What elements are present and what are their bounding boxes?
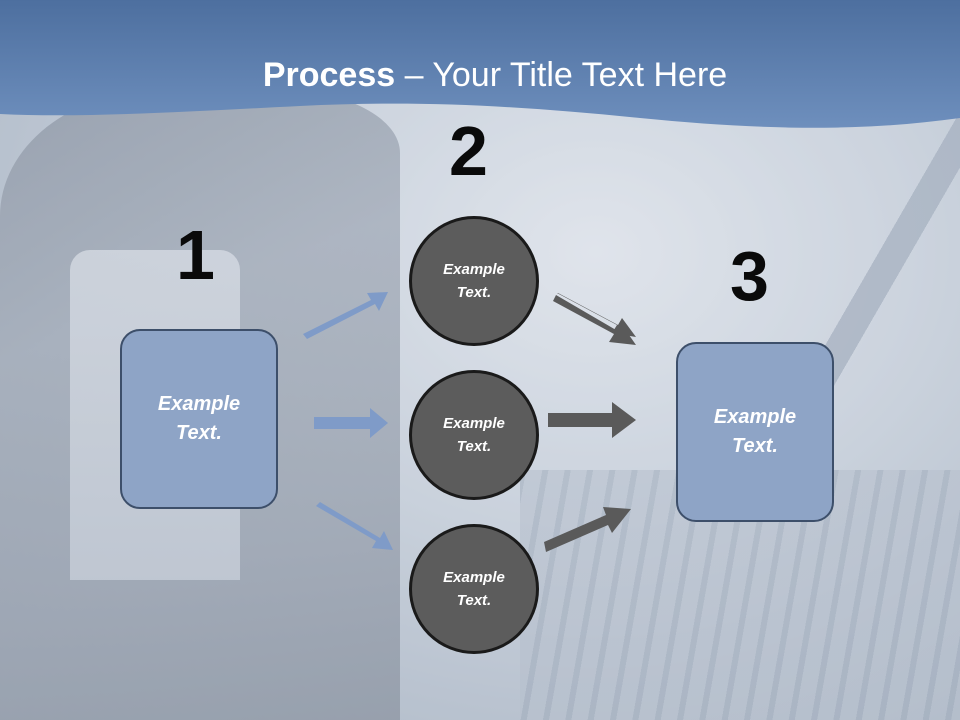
step-number-3: 3 — [730, 237, 769, 315]
header-band — [0, 0, 960, 128]
grey-arrow-down-outline — [553, 295, 636, 345]
circle-step-top: Example Text. — [409, 216, 539, 346]
circle-step-middle: Example Text. — [409, 370, 539, 500]
blue-arrow-right — [314, 408, 388, 438]
slide-title: Process – Your Title Text Here — [0, 52, 960, 98]
end-box-text: Example Text. — [713, 406, 797, 457]
step-number-2: 2 — [449, 112, 488, 190]
slide-title-bold: Process — [262, 56, 396, 94]
start-box-text: Example Text. — [157, 393, 241, 444]
slide-title-rest: – Your Title Text Here — [395, 56, 728, 94]
circle-step-bottom: Example Text. — [409, 524, 539, 654]
circle-bottom-text: Example Text. — [443, 569, 505, 609]
end-box: Example Text. — [676, 342, 834, 522]
grey-arrow-up — [544, 507, 631, 552]
circle-top-text: Example Text. — [443, 261, 505, 301]
start-box: Example Text. — [120, 329, 278, 509]
grey-arrow-right — [548, 402, 636, 438]
grey-arrow-down — [557, 293, 636, 337]
circle-middle-text: Example Text. — [443, 415, 505, 455]
blue-arrow-up — [303, 292, 388, 339]
blue-arrow-down — [316, 502, 393, 550]
step-number-1: 1 — [176, 216, 215, 294]
